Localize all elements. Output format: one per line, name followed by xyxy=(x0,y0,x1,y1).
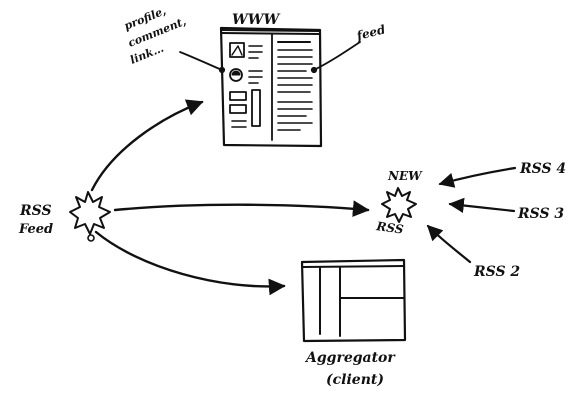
arrow-to-website xyxy=(90,99,204,192)
new-feed-node: NEW RSS xyxy=(375,169,424,237)
arrow-to-aggregator xyxy=(94,230,286,296)
rss-feed-source: RSS Feed xyxy=(18,191,111,242)
aggregator-label-line1: Aggregator xyxy=(304,350,396,366)
rss-source-3-label: RSS 3 xyxy=(517,206,564,222)
website-icon xyxy=(219,26,323,148)
rss-source-4: RSS 4 xyxy=(519,161,566,177)
new-feed-label: NEW xyxy=(387,169,423,183)
website-node: profile, comment, link… xyxy=(122,4,387,148)
website-feed-annotation: feed xyxy=(354,22,387,43)
aggregator-node: Aggregator (client) xyxy=(300,258,407,388)
arrow-to-new-feed xyxy=(113,200,370,218)
arrow-from-rss2 xyxy=(426,224,472,264)
rss-feed-burst-icon xyxy=(69,191,111,242)
arrow-from-rss4 xyxy=(438,166,517,188)
arrow-from-rss3 xyxy=(448,197,516,214)
rss-source-2-label: RSS 2 xyxy=(473,264,520,280)
website-header-label: WWW xyxy=(232,12,280,28)
aggregator-label-line2: (client) xyxy=(326,372,384,388)
rss-source-3: RSS 3 xyxy=(517,206,564,222)
rss-source-4-label: RSS 4 xyxy=(519,161,566,177)
rss-feed-label-line2: Feed xyxy=(18,222,53,237)
aggregator-window-icon xyxy=(300,258,407,343)
rss-feed-label-line1: RSS xyxy=(19,203,52,219)
new-feed-type-label: RSS xyxy=(375,219,405,237)
new-feed-burst-icon xyxy=(381,187,417,223)
annotation-pointer-left xyxy=(179,51,223,71)
rss-source-2: RSS 2 xyxy=(473,264,520,280)
annotation-pointer-right xyxy=(313,41,361,71)
